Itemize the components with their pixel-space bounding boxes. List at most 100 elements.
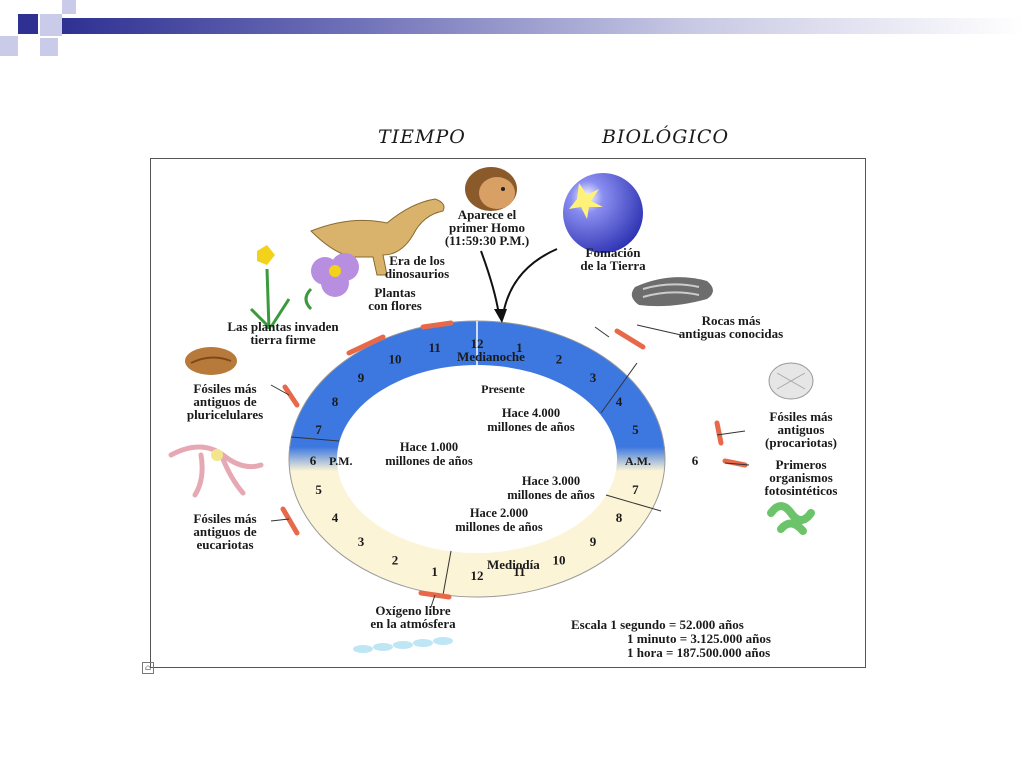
event-fosiles-eucariotas-line-3: eucariotas [196,537,253,552]
event-fosiles-pluricelulares-line-1: Fósiles más [193,381,256,396]
event-fosiles-pluricelulares-line-2: antiguos de [193,394,256,409]
hour-number-night-8: 8 [332,394,339,409]
hour-number-night-9: 9 [358,370,365,385]
event-primer-homo-line-2: primer Homo [449,220,525,235]
small-anchor-icon: ⌂ [142,662,154,674]
event-plantas-flores-line-2: con flores [368,298,422,313]
diagram-frame: Medianoche Presente P.M. A.M. Mediodía H… [150,158,866,668]
radial-line-4000 [600,362,638,414]
eukaryote-fossil-icon [168,444,264,498]
event-oxigeno-libre-line-2: en la atmósfera [370,616,456,631]
radial-line-3000 [605,494,662,512]
event-organismos-fotosinteticos-line-3: fotosintéticos [765,483,838,498]
label-mediodia: Mediodía [487,557,540,572]
hour-number-night-3: 3 [590,370,597,385]
hour-number-day-12: 12 [471,568,484,583]
label-am: A.M. [625,454,651,468]
marker-procariotas [714,420,724,446]
event-rocas-antiguas-line-2: antiguas conocidas [679,326,783,341]
earth-globe-icon [563,173,643,253]
marker-rocas [614,328,646,350]
label-pm: P.M. [329,454,353,468]
marker-eucariotas [280,506,300,536]
event-fosiles-procariotas-line-1: Fósiles más [769,409,832,424]
connector-lines [270,324,750,608]
event-primer-homo-line-1: Aparece el [458,207,517,222]
event-plantas-tierra-line-1: Las plantas invaden [227,319,339,334]
title-tiempo: TIEMPO [378,126,466,148]
era-4000-line1: Hace 4.000 [502,406,560,420]
purple-flower-icon [304,253,359,311]
marker-plantas-tierra [346,334,386,356]
event-rocas-antiguas-line-1: Rocas más [702,313,761,328]
hour-number-night-10: 10 [389,352,402,367]
clock-inner-disk [337,365,617,553]
event-fosiles-procariotas-line-3: (procariotas) [765,435,837,450]
marker-dinosaurios [420,320,454,330]
event-organismos-fotosinteticos-line-2: organismos [769,470,833,485]
corner-square-4 [40,38,58,56]
corner-square-3 [0,36,18,56]
hour-number-night-4: 4 [616,394,623,409]
marker-pluricelulares [282,384,300,408]
event-primer-homo-line-3: (11:59:30 P.M.) [445,233,529,248]
arrow-tierra [502,248,558,316]
radial-line-1000 [290,436,340,442]
label-medianoche: Medianoche [457,349,525,364]
hour-number-night-7: 7 [315,422,322,437]
event-fosiles-pluricelulares-line-3: pluricelulares [187,407,263,422]
hour-number-day-4: 4 [332,510,339,525]
event-formacion-tierra-line-1: Fomación [586,245,642,260]
hour-number-day-1: 1 [431,564,438,579]
biological-clock-diagram: Medianoche Presente P.M. A.M. Mediodía H… [168,167,838,660]
hour-number-night-11: 11 [428,340,440,355]
era-2000-line2: millones de años [455,520,543,534]
era-1000-line2: millones de años [385,454,473,468]
hour-number-day-6: 6 [310,453,317,468]
oxygen-bubbles-icon [353,637,453,653]
hour-number-night-6: 6 [692,453,699,468]
arrow-head [494,309,507,323]
event-fosiles-eucariotas-line-1: Fósiles más [193,511,256,526]
hour-number-night-2: 2 [556,352,563,367]
event-plantas-tierra-line-2: tierra firme [250,332,316,347]
scale-line-3: 1 hora = 187.500.000 años [627,645,770,660]
corner-square-5 [62,0,76,14]
era-3000-line1: Hace 3.000 [522,474,580,488]
seed-fossil-icon [185,347,237,375]
hour-number-night-1: 1 [516,340,523,355]
radial-line-2000 [442,550,452,596]
event-fosiles-eucariotas-line-2: antiguos de [193,524,256,539]
hour-number-day-8: 8 [616,510,623,525]
rock-icon [631,277,713,307]
hour-number-night-5: 5 [632,422,639,437]
hour-number-day-10: 10 [553,553,566,568]
hour-number-day-9: 9 [590,534,597,549]
scale-line-2: 1 minuto = 3.125.000 años [627,631,771,646]
title-biologico: BIOLÓGICO [602,126,730,148]
event-plantas-flores-line-1: Plantas [374,285,415,300]
event-dinosaurios-line-1: Era de los [389,253,445,268]
event-dinosaurios-line-2: dinosaurios [385,266,449,281]
era-2000-line1: Hace 2.000 [470,506,528,520]
header-bar [62,18,1024,34]
event-formacion-tierra-line-2: de la Tierra [580,258,646,273]
homo-head-icon [465,167,517,211]
hour-number-day-2: 2 [392,553,399,568]
corner-square-1 [18,14,38,34]
hour-number-day-11: 11 [513,564,525,579]
procariota-fossil-icon [768,362,814,400]
daffodil-icon [249,245,291,330]
era-1000-line1: Hace 1.000 [400,440,458,454]
